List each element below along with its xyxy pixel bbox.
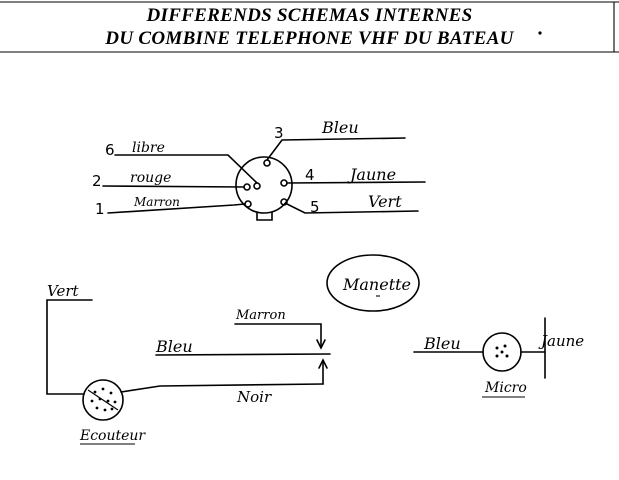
wire-pin-4 <box>286 181 426 184</box>
marron-label: Marron <box>235 308 286 323</box>
ecouteur-slash <box>87 389 119 411</box>
wire-pin-1 <box>107 203 246 214</box>
pin-6-number: 6 <box>105 141 115 159</box>
ecouteur-label: Ecouteur <box>79 428 146 444</box>
pin-5-hole <box>280 198 288 206</box>
pin-5-number: 5 <box>310 198 320 216</box>
manette-label: Manette <box>342 275 411 294</box>
pin-5-label: Vert <box>368 192 402 211</box>
wire-pin-2 <box>102 185 245 188</box>
bleu-label: Bleu <box>155 337 193 356</box>
title-line-2: DU COMBINE TELEPHONE VHF DU BATEAU <box>105 28 514 49</box>
ecouteur-capsule <box>82 379 124 421</box>
pin-2-number: 2 <box>92 172 102 190</box>
micro-bleu-label: Bleu <box>423 334 461 353</box>
connector-diagram: 6 libre 2 rouge 1 Marron 3 Bleu 4 Jaune … <box>92 118 426 221</box>
marron-arrow-icon <box>316 339 326 350</box>
pin-3-label: Bleu <box>321 118 359 137</box>
wire-pin-6 <box>114 154 258 184</box>
noir-label: Noir <box>236 388 272 406</box>
pin-2-label: rouge <box>130 170 171 186</box>
micro-jaune-label: Jaune <box>538 332 584 350</box>
ecouteur-holes <box>90 387 117 412</box>
vert-label: Vert <box>47 282 80 300</box>
pin-6-label: libre <box>132 140 165 156</box>
title-line-1: DIFFERENDS SCHEMAS INTERNES <box>146 5 473 26</box>
connector-key <box>256 211 273 221</box>
micro-diagram: Bleu Jaune Micro <box>413 317 584 398</box>
pin-6-hole <box>253 182 261 190</box>
noir-wire <box>120 383 324 393</box>
pin-3-number: 3 <box>274 124 284 142</box>
connector-body <box>235 156 293 214</box>
pin-3-hole <box>263 159 271 167</box>
manette-group: Manette <box>326 254 420 312</box>
pin-1-hole <box>244 200 252 208</box>
pin-1-label: Marron <box>133 195 180 209</box>
pin-4-hole <box>280 179 288 187</box>
vert-wire <box>46 299 85 395</box>
manette-ellipse <box>326 254 420 312</box>
pin-2-hole <box>243 183 251 191</box>
bleu-wire <box>155 353 331 356</box>
title-dot <box>538 31 542 35</box>
pin-1-number: 1 <box>95 200 105 218</box>
noir-arrow-icon <box>318 358 328 369</box>
pin-4-number: 4 <box>305 166 315 184</box>
wire-pin-3 <box>266 137 406 161</box>
ecouteur-diagram: Vert Marron Bleu Noir Ecouteur <box>46 282 331 445</box>
wire-pin-5 <box>286 203 419 214</box>
pin-4-label: Jaune <box>347 165 396 184</box>
micro-label: Micro <box>484 380 527 396</box>
